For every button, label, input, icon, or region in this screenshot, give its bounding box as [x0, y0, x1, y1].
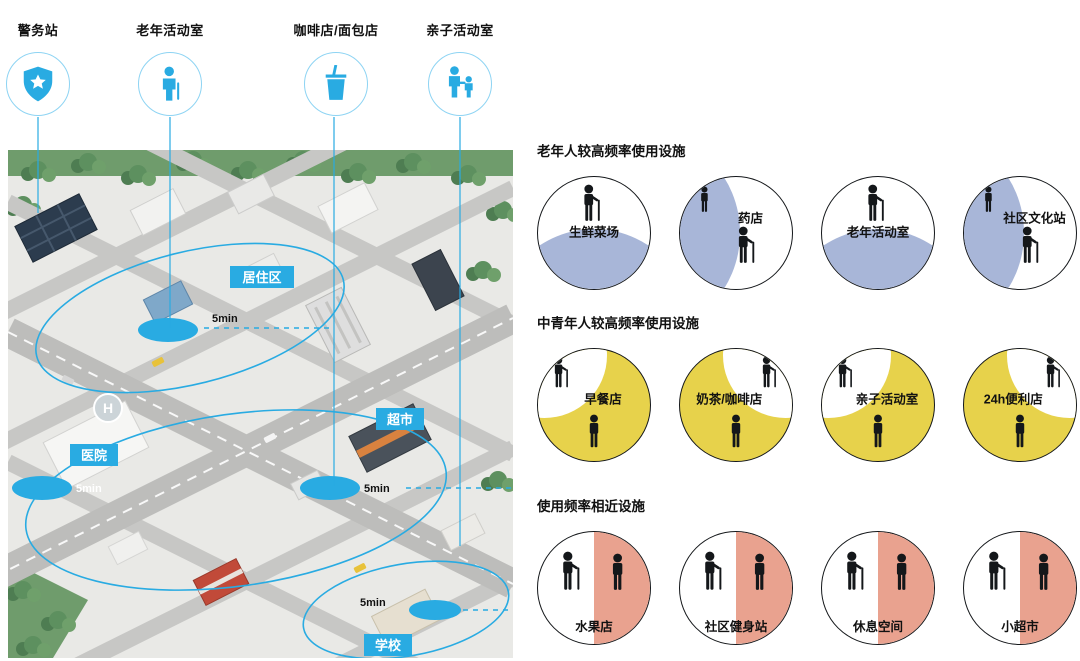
- legend-label: 咖啡店/面包店: [293, 23, 379, 38]
- elderly-person-icon: [868, 184, 884, 221]
- legend-item-police-station: 警务站: [0, 20, 108, 116]
- usage-share-shape: [594, 532, 650, 644]
- adult-person-icon: [1015, 414, 1025, 448]
- elderly-person-icon: [989, 551, 1006, 590]
- facility-label: 药店: [738, 211, 764, 226]
- legend-label: 警务站: [17, 23, 59, 38]
- walk-time-label: 5min: [212, 313, 238, 325]
- facility-usage-chart: 药店: [679, 176, 793, 290]
- adult-person-icon: [613, 553, 623, 591]
- elderly-person-icon: [555, 356, 569, 388]
- city-map: H: [8, 150, 513, 658]
- section-title: 中青年人较高频率使用设施: [537, 316, 699, 331]
- usage-share-shape: [822, 228, 934, 289]
- zone-chip-label: 居住区: [242, 270, 281, 285]
- adult-person-icon: [589, 414, 599, 448]
- facility-label: 奶茶/咖啡店: [696, 392, 763, 407]
- facility-usage-chart: 亲子活动室: [821, 348, 935, 462]
- senior-person-icon: [162, 66, 180, 101]
- facility-label: 小超市: [1001, 620, 1039, 635]
- zone-chip-label: 医院: [81, 448, 107, 463]
- elderly-person-icon: [584, 184, 600, 221]
- adult-person-icon: [873, 414, 883, 448]
- zone-chip-residential: [230, 266, 294, 288]
- facility-label: 老年活动室: [846, 225, 910, 240]
- facility-usage-chart: 老年活动室: [821, 176, 935, 290]
- elderly-person-icon: [738, 226, 754, 264]
- facility-usage-chart: 社区健身站: [679, 531, 793, 645]
- walk-time-label: 5min: [360, 597, 386, 609]
- legend-label: 亲子活动室: [426, 23, 494, 38]
- chart-row: 早餐店 奶茶/咖啡店 亲子活动室 24h便利店: [537, 348, 1077, 462]
- section-title: 使用频率相近设施: [537, 499, 645, 514]
- section-elderly-facilities: 老年人较高频率使用设施 生鲜菜场 药店 老年活动室: [537, 140, 1077, 290]
- elderly-person-icon: [705, 551, 722, 590]
- facility-usage-chart: 休息空间: [821, 531, 935, 645]
- elderly-person-icon: [1022, 226, 1038, 264]
- usage-share-shape: [680, 177, 741, 289]
- facility-usage-chart: 24h便利店: [963, 348, 1077, 462]
- zone-chip-label: 超市: [387, 412, 413, 427]
- facility-usage-chart: 小超市: [963, 531, 1077, 645]
- zone-chip-school: [364, 634, 412, 656]
- facility-label: 休息空间: [852, 620, 904, 635]
- adult-person-icon: [731, 414, 741, 448]
- zone-chip-label: 学校: [375, 638, 402, 653]
- zone-chip-hospital: [70, 444, 118, 466]
- police-shield-icon: [23, 66, 53, 102]
- facility-label: 社区文化站: [1003, 211, 1066, 226]
- legend-item-senior-room: 老年活动室: [100, 20, 240, 116]
- adult-person-icon: [1039, 553, 1049, 591]
- adult-person-icon: [984, 186, 992, 212]
- legend-circle: [6, 52, 70, 116]
- chart-row: 水果店 社区健身站 休息空间 小超市: [537, 531, 1077, 645]
- facility-label: 亲子活动室: [855, 392, 919, 407]
- walk-radius-ellipses: [24, 242, 510, 658]
- facility-usage-chart: 生鲜菜场: [537, 176, 651, 290]
- usage-share-shape: [1020, 532, 1076, 644]
- elderly-person-icon: [563, 551, 580, 590]
- facility-usage-chart: 水果店: [537, 531, 651, 645]
- adult-person-icon: [755, 553, 765, 591]
- adult-person-icon: [700, 186, 708, 212]
- facility-label: 社区健身站: [704, 620, 768, 635]
- usage-share-shape: [964, 177, 1025, 289]
- facility-label: 水果店: [575, 620, 613, 635]
- facility-usage-chart: 社区文化站: [963, 176, 1077, 290]
- zone-chip-supermarket: [376, 408, 424, 430]
- legend-circle: [428, 52, 492, 116]
- legend-item-parent-child-room: 亲子活动室: [390, 20, 530, 116]
- chart-row: 生鲜菜场 药店 老年活动室 社区文化站: [537, 176, 1077, 290]
- facility-usage-chart: 早餐店: [537, 348, 651, 462]
- walk-time-label: 5min: [76, 483, 102, 495]
- legend-circle: [138, 52, 202, 116]
- elderly-person-icon: [1047, 356, 1061, 388]
- drink-cup-icon: [325, 65, 347, 100]
- usage-share-shape: [878, 532, 934, 644]
- facility-label: 生鲜菜场: [568, 225, 620, 240]
- parent-child-icon: [448, 66, 473, 98]
- adult-person-icon: [897, 553, 907, 591]
- helipad-letter: H: [103, 400, 113, 416]
- walk-time-label: 5min: [364, 483, 390, 495]
- elderly-person-icon: [847, 551, 864, 590]
- legend-item-cafe-bakery: 咖啡店/面包店: [266, 20, 406, 116]
- cars: [61, 357, 367, 573]
- walk-center-markers: [12, 318, 461, 620]
- facility-label: 24h便利店: [983, 392, 1043, 407]
- facility-label: 早餐店: [584, 392, 622, 407]
- city-map-illustration: H: [8, 150, 513, 658]
- facility-usage-chart: 奶茶/咖啡店: [679, 348, 793, 462]
- section-title: 老年人较高频率使用设施: [537, 144, 686, 159]
- elderly-person-icon: [839, 356, 853, 388]
- legend-label: 老年活动室: [136, 23, 204, 38]
- section-youth-facilities: 中青年人较高频率使用设施 早餐店 奶茶/咖啡店 亲子活动室: [537, 312, 1077, 462]
- helipad: H: [93, 393, 123, 423]
- elderly-person-icon: [763, 356, 777, 388]
- legend-circle: [304, 52, 368, 116]
- usage-share-shape: [736, 532, 792, 644]
- section-similar-frequency-facilities: 使用频率相近设施 水果店 社区健身站 休息空间: [537, 495, 1077, 645]
- usage-share-shape: [538, 228, 650, 289]
